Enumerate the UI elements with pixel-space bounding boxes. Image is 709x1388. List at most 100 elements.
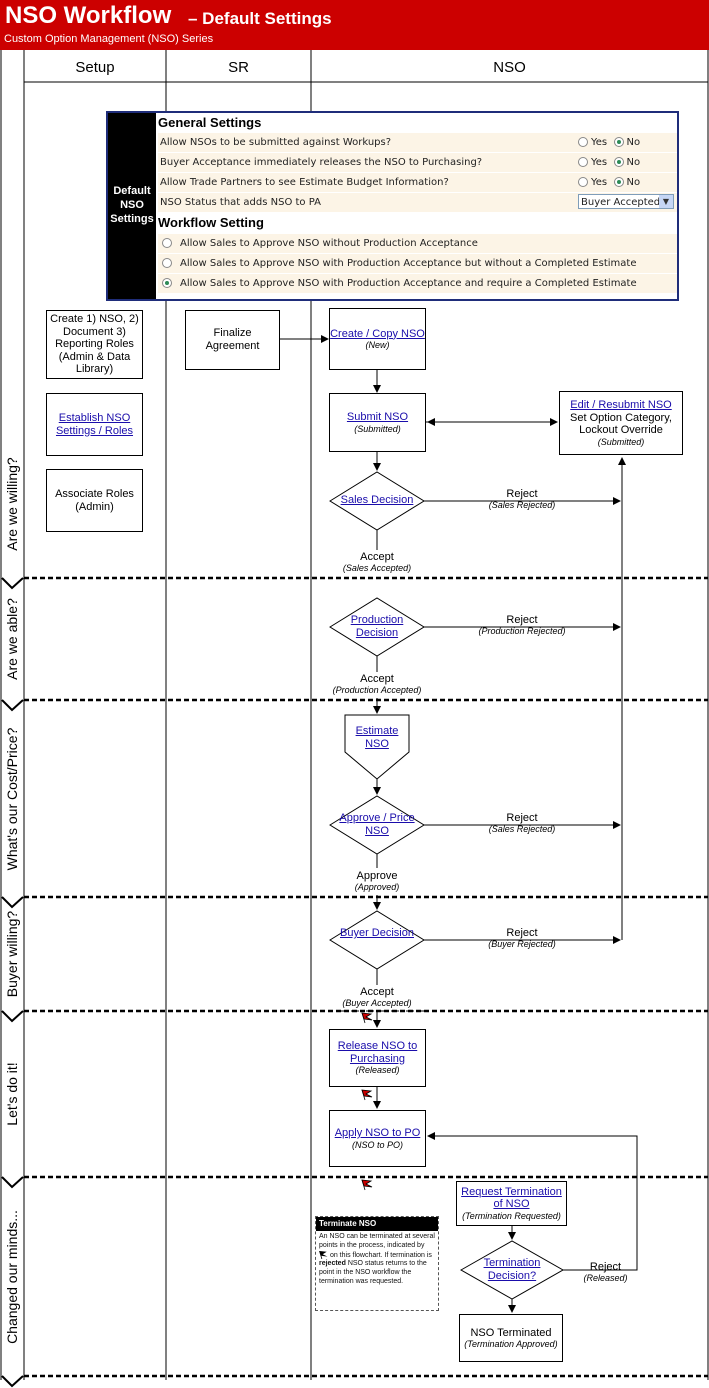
- associate-roles-box: Associate Roles (Admin): [46, 469, 143, 532]
- edit-resubmit-link[interactable]: Edit / Resubmit NSO: [570, 398, 672, 411]
- reject-status: (Buyer Rejected): [488, 939, 556, 949]
- finalize-agreement-text: Finalize Agreement: [205, 327, 260, 352]
- page-subtitle: Custom Option Management (NSO) Series: [4, 33, 214, 45]
- no-label: No: [626, 137, 641, 148]
- production-decision-link[interactable]: Production Decision: [350, 614, 404, 639]
- page-title-suffix: – Default Settings: [188, 9, 332, 28]
- yes-radio[interactable]: [578, 177, 588, 187]
- terminate-note-body: An NSO can be terminated at several poin…: [316, 1231, 438, 1288]
- edit-resubmit-box: Edit / Resubmit NSO Set Option Category,…: [559, 391, 683, 455]
- reject-status: (Released): [583, 1273, 628, 1283]
- submit-nso-link[interactable]: Submit NSO: [346, 411, 409, 423]
- yes-radio[interactable]: [578, 137, 588, 147]
- submit-nso-box: Submit NSO (Submitted): [329, 393, 426, 452]
- release-link[interactable]: Release NSO to Purchasing: [337, 1040, 418, 1065]
- workflow-setting-title: Workflow Setting: [158, 215, 264, 230]
- create-copy-link[interactable]: Create / Copy NSO: [330, 327, 425, 340]
- terminated-text: NSO Terminated: [470, 1326, 552, 1339]
- estimate-link[interactable]: Estimate NSO: [355, 725, 399, 750]
- edit-resubmit-text: Set Option Category, Lockout Override: [570, 411, 672, 437]
- no-radio[interactable]: [613, 157, 624, 167]
- terminate-note-text: NSO status returns to the point in the N…: [319, 1260, 427, 1285]
- buyer-reject-label: Reject(Buyer Rejected): [472, 927, 572, 949]
- phase-dividers: [24, 576, 708, 1378]
- reject-text: Reject: [506, 488, 538, 500]
- workflow-radio[interactable]: [162, 238, 172, 248]
- flag-icon: [361, 1089, 373, 1101]
- terminated-status: (Termination Approved): [464, 1339, 558, 1350]
- buyer-decision-link[interactable]: Buyer Decision: [340, 927, 414, 939]
- workflow-option-label: Allow Sales to Approve NSO with Producti…: [180, 278, 637, 289]
- terminate-note-title: Terminate NSO: [316, 1217, 438, 1231]
- phase-label: Let's do it!: [4, 1062, 20, 1126]
- reject-text: Reject: [506, 927, 538, 939]
- create-copy-box: Create / Copy NSO (New): [329, 308, 426, 370]
- no-label: No: [626, 157, 641, 168]
- terminate-note-text: on this flowchart. If termination is: [329, 1251, 432, 1259]
- sales-decision-link[interactable]: Sales Decision: [340, 494, 414, 506]
- estimate-label: Estimate NSO: [351, 725, 403, 750]
- establish-settings-box: Establish NSO Settings / Roles: [46, 393, 143, 456]
- terminated-box: NSO Terminated (Termination Approved): [459, 1314, 563, 1362]
- accept-text: Accept: [360, 986, 394, 998]
- reject-status: (Sales Rejected): [488, 500, 556, 510]
- reject-text: Reject: [506, 812, 538, 824]
- reject-status: (Sales Rejected): [488, 824, 556, 834]
- buyer-decision-diamond: [329, 910, 425, 970]
- sales-reject-label: Reject(Sales Rejected): [472, 488, 572, 510]
- flag-icon: [319, 1250, 328, 1259]
- termination-decision-label: Termination Decision?: [470, 1257, 554, 1282]
- terminate-note: Terminate NSO An NSO can be terminated a…: [315, 1216, 439, 1311]
- workflow-option: Allow Sales to Approve NSO with Producti…: [158, 254, 677, 273]
- chevron-down-icon[interactable]: ▼: [659, 195, 673, 208]
- create-roles-box: Create 1) NSO, 2) Document 3) Reporting …: [46, 310, 143, 379]
- reject-status: (Production Rejected): [478, 626, 566, 636]
- status-select[interactable]: Buyer Accepted▼: [578, 194, 674, 209]
- no-radio[interactable]: [613, 137, 624, 147]
- yes-label: Yes: [591, 157, 608, 168]
- decision-shapes: [329, 471, 565, 1300]
- no-radio[interactable]: [613, 177, 624, 187]
- no-label: No: [626, 177, 641, 188]
- phase-label: What's our Cost/Price?: [4, 727, 20, 870]
- request-termination-box: Request Termination of NSO (Termination …: [456, 1181, 567, 1226]
- setting-row: Allow Trade Partners to see Estimate Bud…: [158, 173, 677, 192]
- establish-settings-link[interactable]: Establish NSO Settings / Roles: [55, 411, 134, 437]
- workflow-option-label: Allow Sales to Approve NSO with Producti…: [180, 258, 637, 269]
- lane-header-sr: SR: [228, 59, 249, 76]
- sales-accept-label: Accept(Sales Accepted): [327, 551, 427, 573]
- termination-reject-label: Reject(Released): [578, 1261, 633, 1283]
- create-copy-status: (New): [365, 340, 390, 351]
- apply-po-link[interactable]: Apply NSO to PO: [334, 1127, 421, 1139]
- setting-question: Buyer Acceptance immediately releases th…: [160, 157, 483, 168]
- termination-decision-link[interactable]: Termination Decision?: [483, 1257, 541, 1282]
- page-title: NSO Workflow: [5, 2, 172, 29]
- terminate-note-bold: rejected: [319, 1260, 346, 1268]
- finalize-agreement-box: Finalize Agreement: [185, 310, 280, 370]
- workflow-option-label: Allow Sales to Approve NSO without Produ…: [180, 238, 478, 249]
- setting-row: Buyer Acceptance immediately releases th…: [158, 153, 677, 172]
- workflow-radio[interactable]: [162, 278, 172, 288]
- approve-price-label: Approve / Price NSO: [335, 812, 419, 837]
- create-roles-text: Create 1) NSO, 2) Document 3) Reporting …: [50, 312, 139, 376]
- apply-po-box: Apply NSO to PO (NSO to PO): [329, 1110, 426, 1167]
- flag-icons: [361, 1012, 373, 1191]
- reject-text: Reject: [506, 614, 538, 626]
- accept-status: (Approved): [354, 882, 400, 892]
- production-accept-label: Accept(Production Accepted): [327, 673, 427, 695]
- default-settings-panel: Default NSO Settings General Settings Al…: [106, 111, 679, 301]
- submit-nso-status: (Submitted): [354, 423, 401, 434]
- yes-label: Yes: [591, 137, 608, 148]
- buyer-accept-label: Accept(Buyer Accepted): [327, 986, 427, 1008]
- phase-chevrons: [1, 577, 24, 1388]
- estimate-pentagon: [344, 714, 410, 780]
- lane-header-nso: NSO: [493, 59, 526, 76]
- yes-radio[interactable]: [578, 157, 588, 167]
- workflow-radio[interactable]: [162, 258, 172, 268]
- associate-roles-text: Associate Roles (Admin): [55, 487, 134, 513]
- request-termination-link[interactable]: Request Termination of NSO: [461, 1185, 562, 1211]
- approve-price-link[interactable]: Approve / Price NSO: [339, 812, 415, 837]
- yes-label: Yes: [591, 177, 608, 188]
- workflow-option: Allow Sales to Approve NSO with Producti…: [158, 274, 677, 293]
